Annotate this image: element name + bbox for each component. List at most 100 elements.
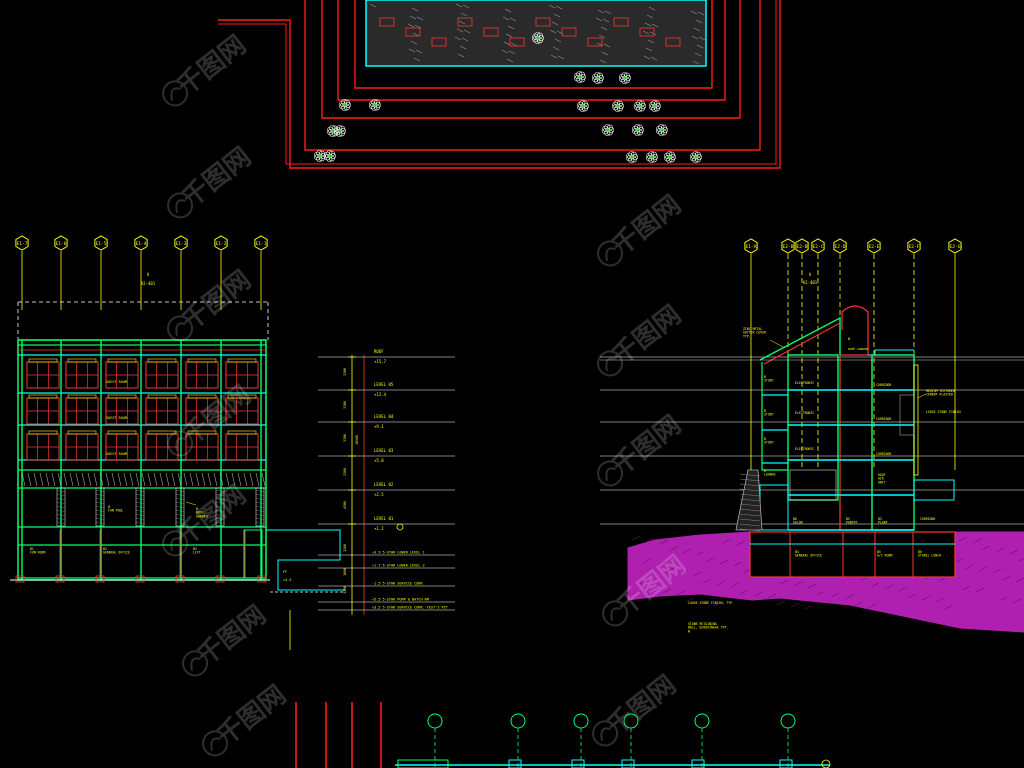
floor-label: GUEST ROOM xyxy=(106,416,127,420)
floor-label: GUEST ROOM xyxy=(106,452,127,456)
soil-hatch-line xyxy=(665,567,675,573)
louvre-line xyxy=(243,472,248,487)
grid-bubble-hex xyxy=(15,235,29,251)
hatch-line xyxy=(553,13,561,18)
louvre-line xyxy=(231,472,236,487)
hatch-line xyxy=(508,50,516,55)
grid-bubble-label: E1-3 xyxy=(176,241,187,247)
hatch-line xyxy=(415,49,423,54)
hatch-line xyxy=(555,5,563,10)
stone-hatch xyxy=(56,505,66,509)
louvre-line xyxy=(135,472,140,487)
tree-center xyxy=(535,35,541,41)
leader-line xyxy=(917,393,927,399)
watermark-ring xyxy=(162,80,189,107)
footing xyxy=(215,575,225,583)
hatch-line xyxy=(647,39,655,44)
louvre-line xyxy=(99,472,104,487)
soil-hatch-line xyxy=(733,561,743,567)
watermark-ring xyxy=(602,600,629,627)
tree-center xyxy=(649,154,655,160)
hatch-line xyxy=(369,3,377,8)
roof-dormer xyxy=(841,305,869,355)
stone-hatch xyxy=(175,493,185,497)
tree-center xyxy=(659,127,665,133)
grid-bubble-label: E2-E xyxy=(869,244,880,250)
stone-hatch xyxy=(135,497,145,501)
lower-room xyxy=(759,484,789,531)
site-boundary-line xyxy=(337,0,726,101)
hatch-line xyxy=(510,42,518,47)
soil-hatch-line xyxy=(964,564,974,570)
soil-hatch-line xyxy=(907,593,917,599)
watermark-text: 千图网 xyxy=(607,300,687,372)
level-name-2: LEVEL 04 xyxy=(374,414,394,419)
section-block xyxy=(787,354,839,501)
hatch-line xyxy=(598,34,606,39)
window-sill xyxy=(187,394,217,399)
stone-pier xyxy=(95,487,105,527)
soil-hatch-line xyxy=(961,585,971,591)
grid-bubble-circle xyxy=(780,713,796,729)
tree-icon xyxy=(619,72,631,84)
tree-icon xyxy=(664,151,676,163)
grid-bubble-hex xyxy=(744,238,758,254)
stone-hatch xyxy=(255,513,265,517)
louvre-line xyxy=(93,472,98,487)
section-block xyxy=(871,354,915,531)
stone-hatch xyxy=(739,523,761,527)
soil-hatch-line xyxy=(679,569,689,575)
site-boundary-line xyxy=(354,0,713,89)
plan-column xyxy=(779,759,793,768)
louvre-line xyxy=(63,472,68,487)
hatch-line xyxy=(409,15,417,20)
soil-hatch-line xyxy=(739,589,749,595)
soil-hatch-line xyxy=(921,595,931,601)
site-building-block xyxy=(365,0,707,67)
watermark-text: 千图网 xyxy=(177,380,257,452)
hatch-line xyxy=(501,49,509,54)
grid-bubble-circle xyxy=(694,713,710,729)
louvre-line xyxy=(45,472,50,487)
footing xyxy=(135,575,145,583)
stone-hatch xyxy=(739,478,761,482)
window-sill xyxy=(67,358,97,363)
stone-hatch xyxy=(175,501,185,505)
watermark-logo-icon: 千图网 xyxy=(182,600,272,677)
hatch-line xyxy=(505,33,513,38)
hatch-line xyxy=(645,47,653,52)
louvre-line xyxy=(27,472,32,487)
level-name-4: LEVEL 02 xyxy=(374,482,394,487)
plan-room xyxy=(397,759,449,768)
plan-marker-icon xyxy=(821,759,831,768)
stone-hatch xyxy=(739,488,761,492)
window-sill xyxy=(28,430,58,435)
tree-center xyxy=(337,128,343,134)
louvre-line xyxy=(195,472,200,487)
window-sill xyxy=(107,358,137,363)
hatch-line xyxy=(407,23,415,28)
site-plan xyxy=(218,0,781,169)
hatch-line xyxy=(462,4,470,9)
dimension-value: 1200 xyxy=(343,544,347,552)
stone-hatch xyxy=(95,517,105,521)
stone-hatch xyxy=(95,489,105,493)
stone-hatch xyxy=(135,505,145,509)
soil-hatch-line xyxy=(955,557,965,563)
site-room-outline xyxy=(483,27,499,37)
section-mark: A xyxy=(809,272,812,277)
stone-hatch xyxy=(95,513,105,517)
site-room-outline xyxy=(431,37,447,47)
grid-bubble-e2-d-4: E2-D xyxy=(833,238,847,254)
stone-hatch xyxy=(255,497,265,501)
stair-block xyxy=(789,469,837,501)
louvre-line xyxy=(141,472,146,487)
hatch-line xyxy=(454,36,462,41)
hatch-line xyxy=(503,41,511,46)
tree-icon xyxy=(656,124,668,136)
soil-hatch-line xyxy=(639,579,649,585)
